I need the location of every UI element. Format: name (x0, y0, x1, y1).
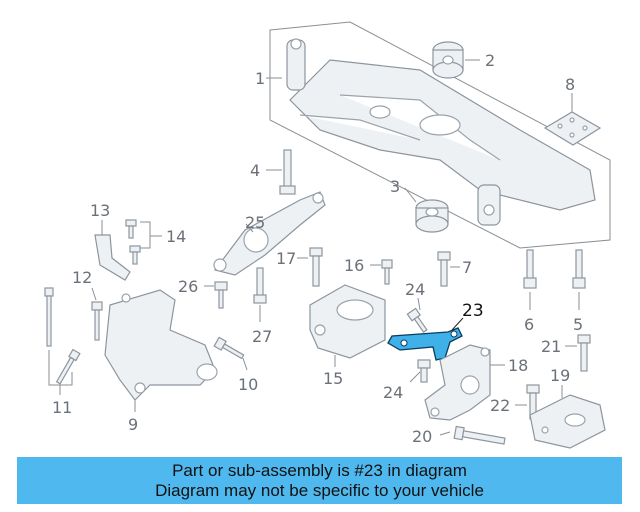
part-info-banner: Part or sub-assembly is #23 in diagram D… (17, 457, 622, 504)
subframe-crossmember (286, 38, 596, 226)
bracket-13 (94, 234, 131, 281)
plate-8 (543, 111, 602, 146)
bolt-4 (279, 149, 296, 195)
banner-line-part: Part or sub-assembly is #23 in diagram (172, 460, 467, 480)
callout-4: 4 (250, 161, 260, 180)
callout-7: 7 (462, 258, 472, 277)
bolt-20 (453, 425, 506, 445)
bolt-26 (214, 281, 228, 309)
callout-8: 8 (565, 75, 575, 94)
callout-27: 27 (252, 327, 272, 346)
callout-9: 9 (128, 415, 138, 434)
bolt-16 (381, 259, 393, 285)
banner-line-disclaimer: Diagram may not be specific to your vehi… (155, 480, 484, 500)
callout-18: 18 (508, 356, 528, 375)
callout-3: 3 (390, 177, 400, 196)
callout-6: 6 (524, 315, 534, 334)
bolt-6 (523, 249, 537, 289)
callout-1: 1 (255, 69, 265, 88)
bolt-24-top (406, 307, 428, 333)
bolt-24-bottom (417, 359, 431, 383)
callout-23[interactable]: 23 (462, 301, 484, 321)
torque-arm-25 (213, 191, 326, 276)
callout-21: 21 (541, 337, 561, 356)
callout-10: 10 (238, 375, 258, 394)
bolt-17 (309, 247, 323, 287)
callout-5: 5 (573, 315, 583, 334)
bushing-3 (415, 199, 449, 233)
bolts-11 (44, 287, 81, 385)
callout-24-bottom: 24 (383, 383, 403, 402)
callout-17: 17 (276, 249, 296, 268)
bolt-5 (572, 249, 586, 289)
callout-16: 16 (344, 256, 364, 275)
callout-12: 12 (72, 268, 92, 287)
callout-11: 11 (52, 398, 72, 417)
bolt-7 (437, 251, 451, 287)
bolt-21 (577, 334, 591, 372)
bolt-27 (253, 267, 267, 304)
callout-15: 15 (323, 369, 343, 388)
callout-20: 20 (412, 427, 432, 446)
part-23-highlighted[interactable] (387, 327, 463, 361)
callout-24-top: 24 (405, 280, 425, 299)
bolt-12 (91, 301, 103, 341)
bushing-2 (432, 41, 464, 79)
callout-19: 19 (550, 366, 570, 385)
callout-2: 2 (485, 51, 495, 70)
callout-22: 22 (490, 396, 510, 415)
transmission-mount-15 (309, 284, 386, 359)
callout-26: 26 (178, 277, 198, 296)
mount-19 (529, 394, 606, 449)
parts-diagram: 1 2 3 4 5 6 7 8 9 10 11 12 13 14 15 16 1… (44, 21, 611, 449)
subframe-frame-outline (269, 21, 611, 249)
engine-mount-9 (104, 289, 218, 401)
callout-14: 14 (166, 227, 186, 246)
callout-13: 13 (90, 201, 110, 220)
bolt-10 (213, 336, 245, 360)
callout-25: 25 (245, 213, 265, 232)
bracket-18 (424, 344, 491, 421)
bolts-14 (125, 219, 141, 265)
